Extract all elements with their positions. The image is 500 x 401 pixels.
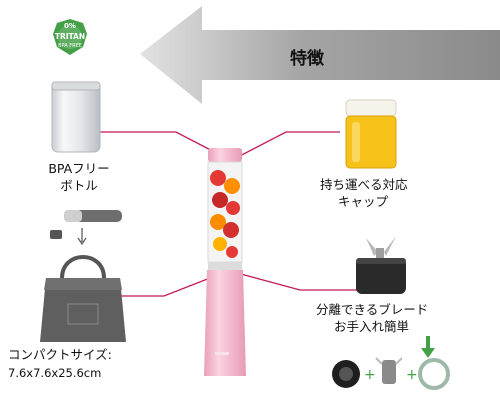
feature-bottle-line1: BPAフリー <box>48 161 110 176</box>
connector-cap <box>235 131 340 159</box>
plus-icon: + <box>364 367 376 383</box>
juice-cap-image <box>345 99 397 169</box>
tritan-badge-icon: 0% TRITAN BPA FREE <box>52 18 88 56</box>
plus-icon: + <box>406 367 418 383</box>
connector-blade <box>225 269 362 291</box>
travel-bottle-image <box>50 210 122 246</box>
feature-cap-line1: 持ち運べる対応 <box>320 177 408 192</box>
feature-size-line2: 7.6x7.6x25.6cm <box>8 366 102 380</box>
feature-blade-line2: お手入れ簡単 <box>334 319 410 334</box>
feature-bottle-line2: ボトル <box>60 178 98 193</box>
feature-cap-line2: キャップ <box>338 194 389 209</box>
arrow-down-icon <box>77 237 87 246</box>
connector-size <box>112 277 211 297</box>
arrow-left-icon <box>140 6 500 104</box>
arrow-down-icon <box>421 348 435 358</box>
badge-sub: BPA FREE <box>58 43 82 49</box>
banner-title: 特徴 <box>290 49 324 69</box>
handbag-image <box>40 255 126 342</box>
blade-base-image <box>356 236 406 294</box>
feature-blade-line1: 分離できるブレード <box>316 302 429 317</box>
pink-blender-image <box>204 148 246 376</box>
badge-name: TRITAN <box>54 32 86 41</box>
feature-size-line1: コンパクトサイズ: <box>8 347 112 362</box>
clear-bottle-image <box>51 81 101 153</box>
blade-parts-image: + + <box>332 336 450 390</box>
badge-percent: 0% <box>64 22 76 30</box>
